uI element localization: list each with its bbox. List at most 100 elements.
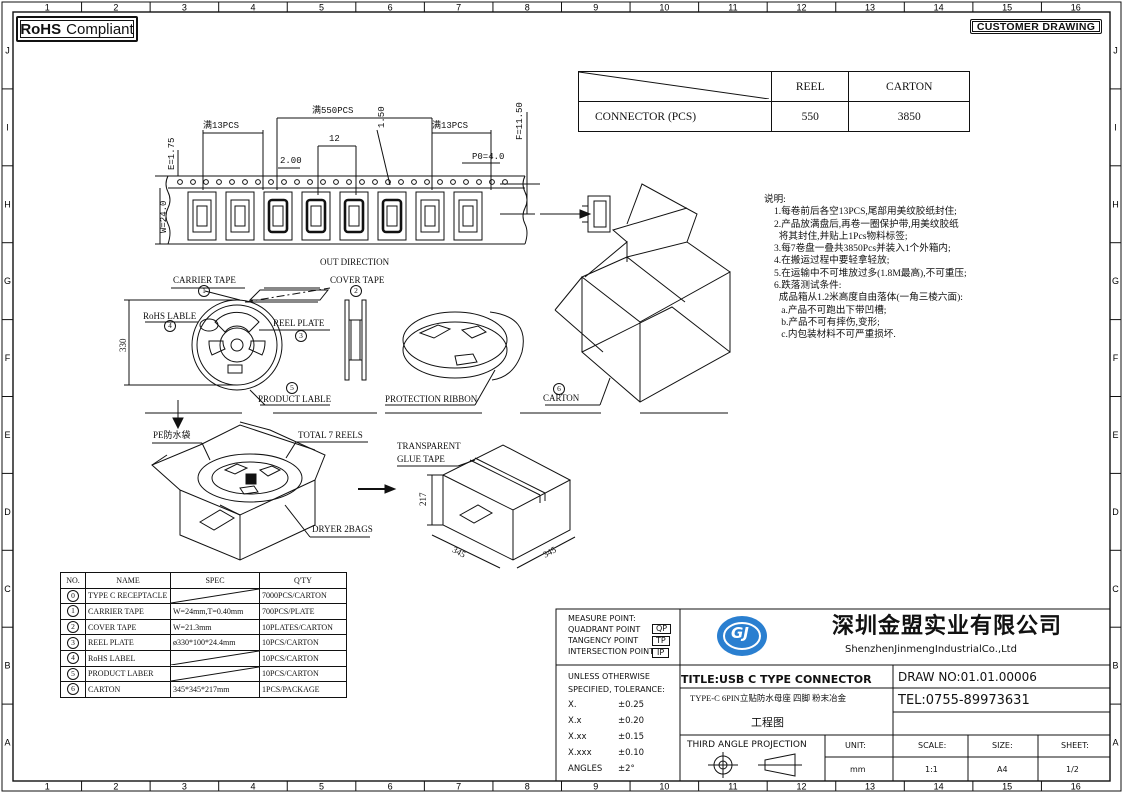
- grid-row-H-right: H: [1112, 199, 1119, 209]
- bom-spec: [170, 587, 260, 605]
- total-reels-label: TOTAL 7 REELS: [298, 430, 363, 440]
- bom-spec: 345*345*217mm: [170, 681, 260, 698]
- bom-qty: 1PCS/PACKAGE: [259, 681, 347, 698]
- callout-3: 3: [295, 330, 307, 342]
- measure-point: MEASURE POINT:: [568, 614, 636, 623]
- dim-empty-left: 满13PCS: [203, 121, 240, 131]
- grid-col-5-top: 5: [319, 3, 324, 13]
- tolerance-row: X.xx±0.15: [568, 732, 678, 742]
- grid-col-10-bottom: 10: [659, 782, 669, 792]
- tolerance-row: X.±0.25: [568, 700, 678, 710]
- notes-block: 说明: 1.每卷前后各空13PCS,尾部用美纹胶纸封住;2.产品放满盘后,再卷一…: [764, 194, 967, 342]
- carton-label: CARTON: [543, 393, 580, 403]
- dim-f: F=11.50: [515, 102, 525, 140]
- grid-row-D-right: D: [1112, 507, 1119, 517]
- bom-header-no: NO.: [60, 572, 86, 589]
- pe-bag-label: PE防水袋: [153, 430, 191, 440]
- tolerance-key: X.: [568, 700, 577, 710]
- diagonal-line: [579, 72, 769, 99]
- grid-row-C-left: C: [4, 584, 11, 594]
- callout-2: 2: [350, 285, 362, 297]
- grid-row-E-right: E: [1112, 430, 1118, 440]
- customer-drawing-badge: CUSTOMER DRAWING: [970, 19, 1102, 34]
- reel-drawing: [124, 183, 731, 430]
- note-line: 4.在搬运过程中要轻拿轻放;: [774, 255, 890, 267]
- callout-6: 6: [553, 383, 565, 395]
- grid-row-J-right: J: [1113, 45, 1118, 55]
- bom-name: REEL PLATE: [85, 634, 171, 651]
- carrier-tape-drawing: [155, 112, 611, 245]
- grid-row-I-right: I: [1114, 122, 1117, 132]
- rohs-compliant-badge: RoHS Compliant: [16, 16, 138, 42]
- bom-spec: W=24mm,T=0.40mm: [170, 603, 260, 620]
- size-label: SIZE:: [992, 741, 1013, 750]
- scale-value: 1:1: [925, 765, 938, 774]
- quantity-table: REEL CARTON CONNECTOR (PCS) 550 3850: [578, 71, 970, 132]
- bom-name: COVER TAPE: [85, 618, 171, 636]
- grid-row-F-left: F: [5, 353, 11, 363]
- sheet-value: 1/2: [1066, 765, 1079, 774]
- rohs-bold-text: RoHS: [20, 20, 62, 38]
- qp-box: QP: [652, 624, 672, 634]
- grid-row-A-right: A: [1112, 738, 1118, 748]
- bom-name: CARRIER TAPE: [85, 603, 171, 620]
- grid-col-5-bottom: 5: [319, 782, 324, 792]
- tolerance-key: X.xxx: [568, 748, 592, 758]
- bom-header-name: NAME: [85, 572, 171, 589]
- dim-330: 330: [118, 338, 128, 353]
- bom-qty: 7000PCS/CARTON: [259, 587, 347, 605]
- tangency-point: TANGENCY POINT: [568, 636, 639, 645]
- grid-row-E-left: E: [4, 430, 10, 440]
- grid-row-I-left: I: [6, 122, 9, 132]
- quadrant-point: QUADRANT POINT: [568, 625, 641, 634]
- row-connector-label: CONNECTOR (PCS): [578, 101, 772, 132]
- sheet-label: SHEET:: [1061, 741, 1089, 750]
- grid-col-14-top: 14: [934, 3, 944, 13]
- transparent-label: TRANSPARENT: [397, 441, 461, 451]
- grid-col-13-top: 13: [865, 3, 875, 13]
- tolerance-key: X.xx: [568, 732, 587, 742]
- bom-no: 4: [67, 652, 79, 665]
- note-line: 2.产品放满盘后,再卷一圈保护带,用美纹胶纸: [774, 218, 959, 230]
- bom-qty: 10PCS/CARTON: [259, 665, 347, 683]
- callout-1: 1: [198, 285, 210, 297]
- callout-4: 4: [164, 320, 176, 332]
- notes-title: 说明:: [764, 194, 786, 205]
- logo-text: GJ: [731, 624, 749, 642]
- specified-tolerance: SPECIFIED, TOLERANCE:: [568, 685, 665, 694]
- bom-name: TYPE C RECEPTACLE: [85, 587, 171, 605]
- bom-name: CARTON: [85, 681, 171, 698]
- grid-col-9-top: 9: [593, 3, 598, 13]
- bom-no: 3: [67, 636, 79, 649]
- glue-tape-label: GLUE TAPE: [397, 454, 445, 464]
- note-line: 成品箱从1.2米高度自由落体(一角三棱六面):: [774, 292, 963, 304]
- grid-row-G-left: G: [4, 276, 11, 286]
- tolerance-value: ±2°: [618, 764, 635, 774]
- grid-col-15-top: 15: [1002, 3, 1012, 13]
- ip-box: IP: [652, 648, 670, 658]
- bom-name: RoHS LABEL: [85, 649, 171, 667]
- tolerance-value: ±0.10: [618, 748, 645, 758]
- third-angle-projection: THIRD ANGLE PROJECTION: [687, 740, 807, 750]
- grid-col-4-bottom: 4: [250, 782, 255, 792]
- note-line: 3.每7卷盘一叠共3850Pcs并装入1个外箱内;: [774, 243, 951, 255]
- bom-header-spec: SPEC: [170, 572, 260, 589]
- grid-col-8-top: 8: [525, 3, 530, 13]
- scale-label: SCALE:: [918, 741, 947, 750]
- note-line: c.内包装材料不可严重损坏.: [774, 329, 896, 341]
- protection-ribbon-label: PROTECTION RIBBON: [385, 394, 478, 404]
- grid-col-13-bottom: 13: [865, 782, 875, 792]
- reel-plate-label: REEL PLATE: [273, 318, 325, 328]
- grid-col-8-bottom: 8: [525, 782, 530, 792]
- tolerance-row: X.x±0.20: [568, 716, 678, 726]
- bom-spec-empty-diagonal: [171, 588, 259, 603]
- note-line: b.产品不可有摔伤,变形;: [774, 316, 880, 328]
- bom-spec: [170, 665, 260, 683]
- bom-name: PRODUCT LABER: [85, 665, 171, 683]
- company-name-cn: 深圳金盟实业有限公司: [832, 614, 1063, 639]
- bom-qty: 700PCS/PLATE: [259, 603, 347, 620]
- grid-row-D-left: D: [4, 507, 11, 517]
